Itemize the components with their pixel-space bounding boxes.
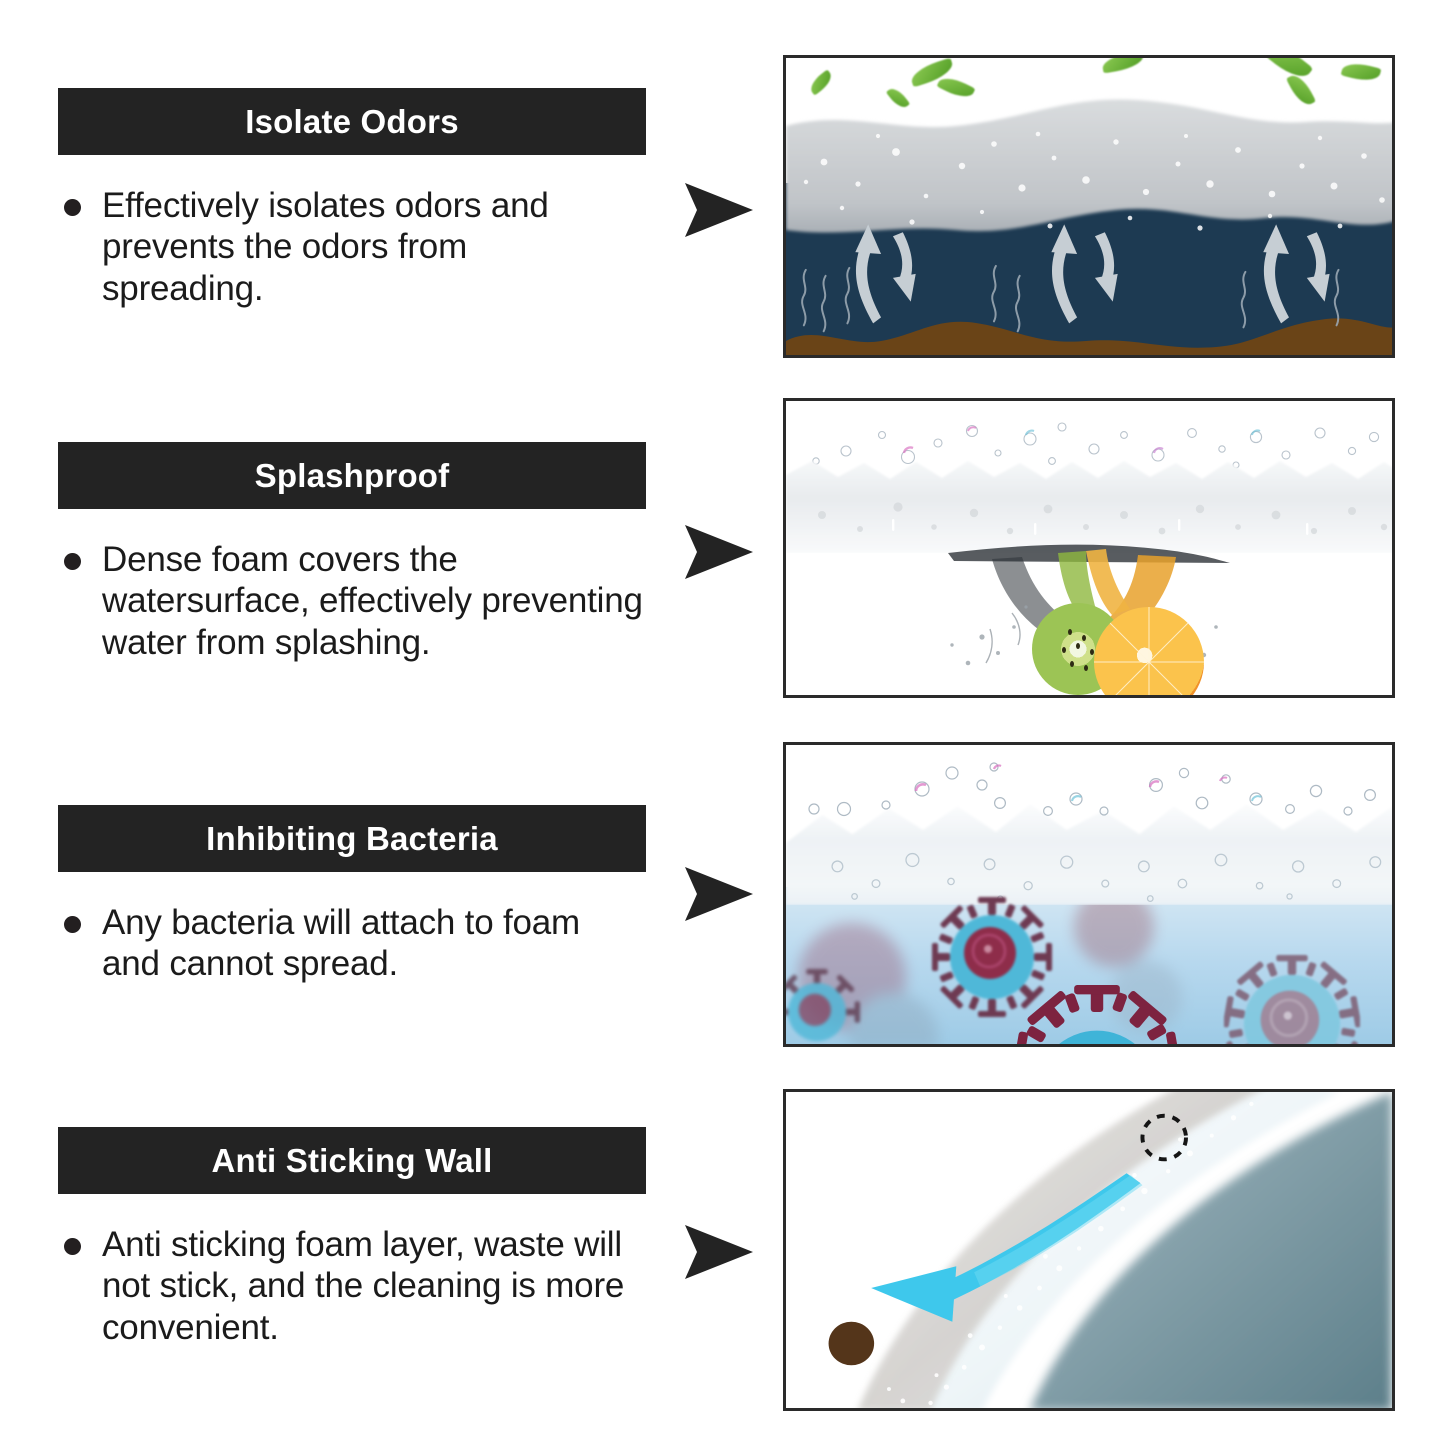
feature-description: Dense foam covers the watersurface, effe… (102, 540, 643, 662)
bullet-icon (64, 199, 81, 216)
bubble-layer (808, 762, 1376, 817)
feature-description: Any bacteria will attach to foam and can… (102, 903, 580, 984)
feature-description-row: Any bacteria will attach to foam and can… (58, 902, 646, 985)
odor-flow-arrows (801, 224, 1340, 333)
feature-description-row: Dense foam covers the watersurface, effe… (58, 539, 646, 663)
feature-description: Effectively isolates odors and prevents … (102, 186, 549, 308)
feature-title: Isolate Odors (245, 103, 459, 140)
virus-particle (1014, 985, 1180, 1044)
feature-block-isolate-odors: Isolate Odors Effectively isolates odors… (58, 88, 646, 309)
feature-block-anti-sticking-wall: Anti Sticking Wall Anti sticking foam la… (58, 1127, 646, 1348)
feature-title-bar: Inhibiting Bacteria (58, 805, 646, 872)
bullet-icon (64, 1238, 81, 1255)
splash-graphic (948, 544, 1230, 678)
right-arrow-icon (681, 1222, 757, 1282)
right-arrow-icon (681, 864, 757, 924)
bullet-icon (64, 553, 81, 570)
virus-particle (786, 969, 860, 1042)
feature-title: Splashproof (254, 457, 450, 494)
bacteria-inhibition-panel (783, 742, 1395, 1047)
feature-block-splashproof: Splashproof Dense foam covers the waters… (58, 442, 646, 663)
splashproof-panel (783, 398, 1395, 698)
right-arrow-icon (681, 522, 757, 582)
feature-title-bar: Splashproof (58, 442, 646, 509)
foam-layer (786, 99, 1392, 233)
feature-title: Anti Sticking Wall (211, 1142, 493, 1179)
feature-title-bar: Anti Sticking Wall (58, 1127, 646, 1194)
odor-isolation-panel (783, 55, 1395, 358)
anti-sticking-wall-panel (783, 1089, 1395, 1411)
virus-particle (1224, 955, 1360, 1044)
feature-description: Anti sticking foam layer, waste will not… (102, 1225, 625, 1347)
feature-description-row: Anti sticking foam layer, waste will not… (58, 1224, 646, 1348)
sludge-layer (786, 318, 1392, 355)
foam-band (786, 804, 1392, 905)
virus-particle (932, 897, 1052, 1017)
right-arrow-icon (681, 180, 757, 240)
orange-slice (1094, 607, 1204, 695)
feature-block-inhibiting-bacteria: Inhibiting Bacteria Any bacteria will at… (58, 805, 646, 985)
flow-arrow-icon (871, 1173, 1143, 1322)
feature-title: Inhibiting Bacteria (206, 820, 498, 857)
waste-blob (828, 1321, 875, 1366)
bullet-icon (64, 916, 81, 933)
bowl-wall-graphic (786, 1092, 1392, 1408)
feature-description-row: Effectively isolates odors and prevents … (58, 185, 646, 309)
feature-title-bar: Isolate Odors (58, 88, 646, 155)
foam-band (786, 461, 1392, 553)
